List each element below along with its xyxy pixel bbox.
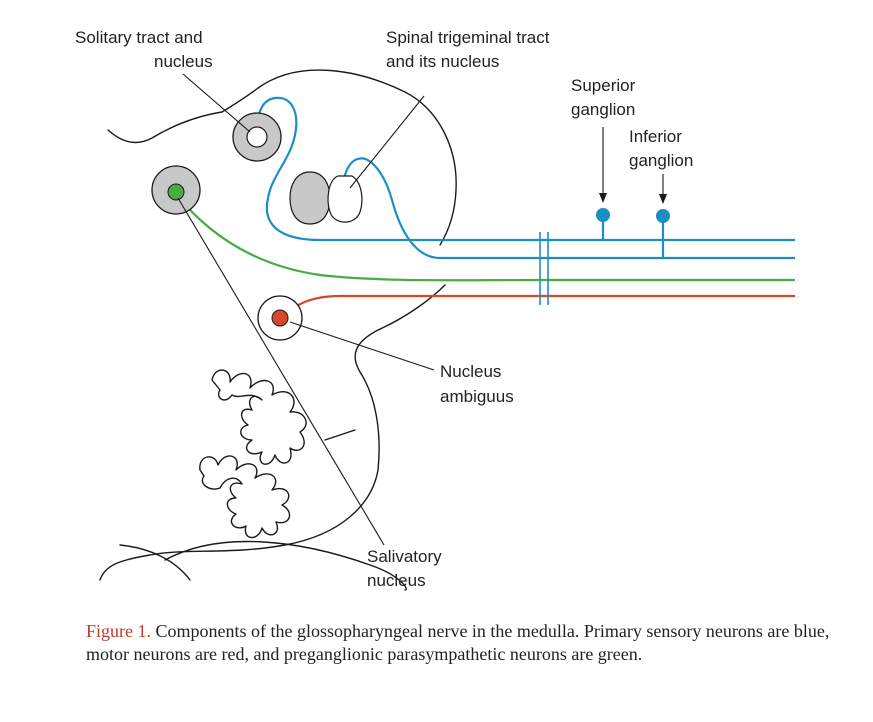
medulla-outline	[99, 69, 457, 581]
label-salivatory-2: nucleus	[367, 571, 426, 590]
salivatory-neuron	[167, 183, 185, 201]
label-inferior-2: ganglion	[629, 151, 693, 170]
solitary-nucleus-core	[246, 126, 268, 148]
trigeminal-leader	[349, 95, 425, 189]
motor-fiber	[279, 294, 540, 319]
label-ambiguus-1: Nucleus	[440, 362, 501, 381]
label-inferior-1: Inferior	[629, 127, 682, 146]
ambiguus-neuron	[271, 309, 289, 327]
spinal-trigeminal-tract	[289, 171, 331, 225]
label-ambiguus-2: ambiguus	[440, 387, 514, 406]
glossopharyngeal-diagram: Solitary tract and nucleus Spinal trigem…	[75, 28, 795, 591]
figure-label: Figure 1.	[86, 621, 151, 641]
label-superior-2: ganglion	[571, 100, 635, 119]
label-solitary-1: Solitary tract and	[75, 28, 203, 47]
spinal-trigeminal-nucleus	[327, 175, 363, 223]
label-spinal-1: Spinal trigeminal tract	[386, 28, 550, 47]
solitary-leader	[182, 73, 251, 133]
figure-caption: Figure 1. Components of the glossopharyn…	[86, 620, 846, 666]
parasympathetic-fiber	[175, 193, 541, 282]
label-spinal-2: and its nucleus	[386, 52, 499, 71]
label-solitary-2: nucleus	[154, 52, 213, 71]
inferior-olive-lower	[199, 455, 291, 539]
inferior-olive-upper	[211, 369, 307, 465]
label-superior-1: Superior	[571, 76, 636, 95]
superior-ganglion-cell	[596, 208, 610, 222]
ambiguus-leader	[289, 321, 435, 371]
olive-hilum-line	[324, 429, 356, 441]
label-salivatory-1: Salivatory	[367, 547, 442, 566]
inferior-ganglion-cell	[656, 209, 670, 223]
salivatory-leader	[177, 197, 385, 546]
medulla-upper-left-curve	[119, 544, 191, 581]
caption-text: Components of the glossopharyngeal nerve…	[86, 621, 830, 664]
pyramid-curve	[164, 540, 407, 591]
solitary-sensory-fiber	[253, 96, 540, 242]
